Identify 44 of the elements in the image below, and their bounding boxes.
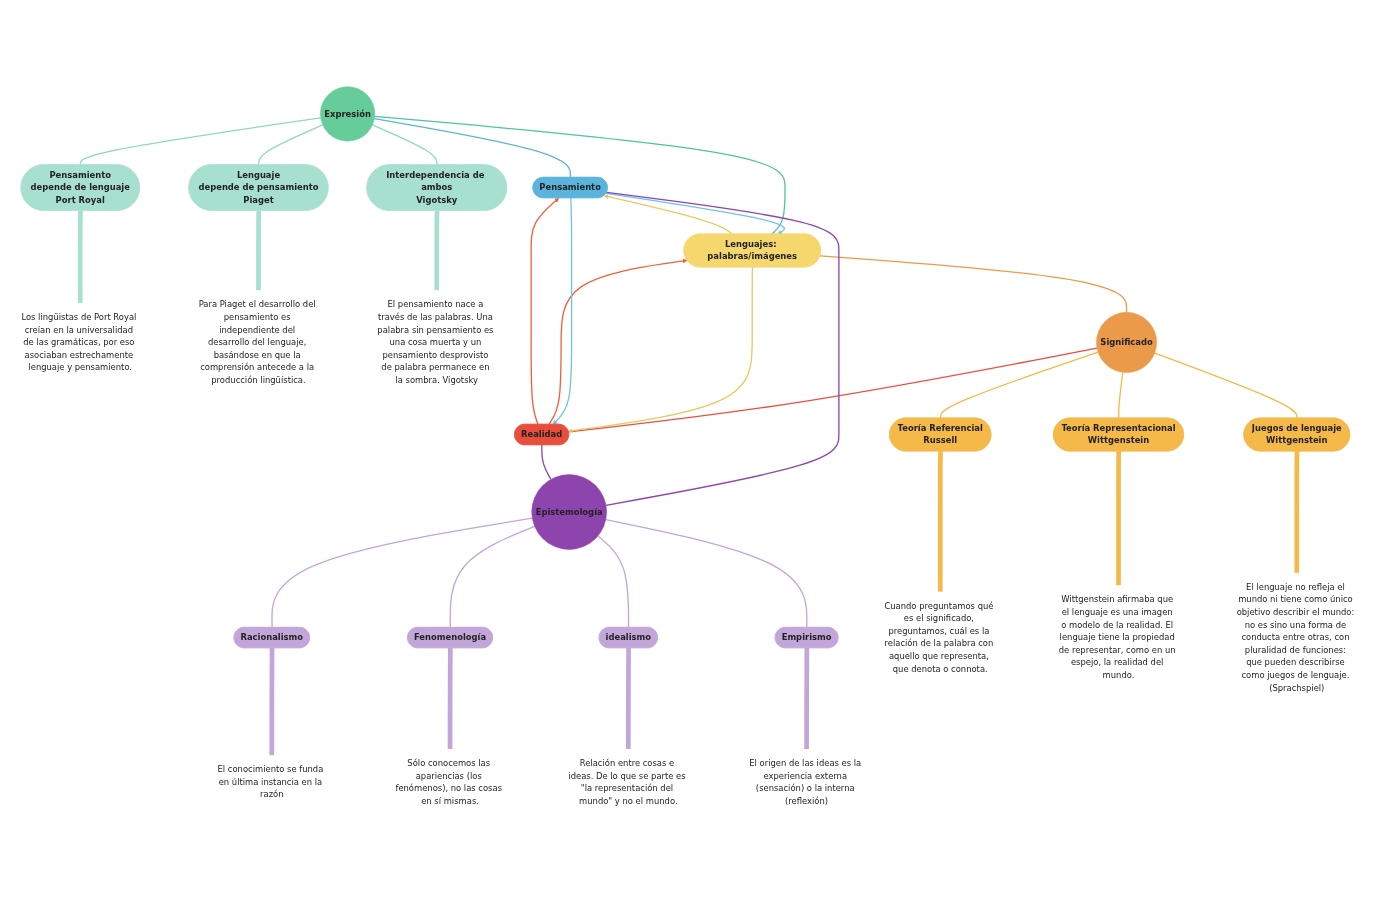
node-text: Sólo conocemos las apariencias (los fenómenos), no las cosas en sí mismas. bbox=[395, 758, 502, 806]
connector bbox=[1116, 450, 1122, 586]
arrow bbox=[603, 194, 734, 235]
connector bbox=[605, 519, 808, 629]
connector bbox=[271, 517, 533, 629]
connector bbox=[937, 450, 943, 592]
node-text: El conocimiento se funda en última instancia en la razón bbox=[217, 764, 324, 800]
connector bbox=[77, 210, 83, 304]
arrow bbox=[552, 197, 573, 425]
node-circle: Epistemología bbox=[531, 474, 607, 550]
node-text: El origen de las ideas es la experiencia externa (sensación) o la interna (reflexión) bbox=[749, 758, 862, 806]
node-text: Los lingüistas de Port Royal creían en la universalidad de las gramáticas, por eso asociaban estrechamente lenguaje y pensamiento. bbox=[21, 312, 137, 373]
connector bbox=[269, 648, 275, 756]
connector bbox=[256, 210, 262, 291]
node-text: El lenguaje no refleja el mundo ni tiene como único objetivo describir el mundo: no es sino una forma de conducta entre otras, con pluralidad de funciones: que pueden describirse como juegos de lenguaje. (Sprachspiel) bbox=[1236, 581, 1355, 693]
arrow bbox=[548, 258, 688, 426]
connector bbox=[374, 115, 786, 235]
connector bbox=[625, 648, 631, 750]
node-circle: Expresión bbox=[320, 86, 376, 142]
connector bbox=[804, 648, 810, 750]
connector bbox=[434, 210, 440, 291]
connector bbox=[258, 124, 324, 166]
node-circle: Significado bbox=[1096, 312, 1157, 373]
connector bbox=[79, 117, 322, 166]
node-text: Para Piaget el desarrollo del pensamiento es independiente del desarrollo del lenguaje, basándose en que la comprensión antecede a la producción lingüística. bbox=[198, 299, 316, 385]
node-text: Cuando preguntamos qué es el significado, preguntamos, cuál es la relación de la palabra con aquello que representa, que denota o connota. bbox=[884, 600, 994, 674]
node-text: El pensamiento nace a través de las palabras. Una palabra sin pensamiento es una cosa muerta y un pensamiento desprovisto de palabra permanece en la sombra. Vigotsky bbox=[377, 299, 494, 385]
arrow bbox=[568, 266, 754, 433]
connector bbox=[597, 535, 630, 629]
connector bbox=[939, 351, 1099, 419]
connector bbox=[373, 117, 572, 179]
connector bbox=[1154, 352, 1298, 419]
connector bbox=[1294, 450, 1300, 574]
connector bbox=[1118, 371, 1124, 419]
connector bbox=[819, 255, 1128, 313]
connector bbox=[541, 444, 552, 481]
node-text: Wittgenstein afirmaba que el lenguaje es una imagen o modelo de la realidad. El lenguaje tiene la propiedad de representar, como en un espejo, la realidad del mundo. bbox=[1058, 594, 1176, 681]
connector bbox=[447, 648, 453, 750]
arrow bbox=[530, 197, 560, 426]
arrow bbox=[605, 192, 785, 235]
connector bbox=[449, 525, 536, 629]
node-text: Relación entre cosas e ideas. De lo que se parte es "la representación del mundo" y no el mundo. bbox=[568, 758, 686, 806]
connector bbox=[605, 191, 840, 506]
connector bbox=[371, 124, 438, 166]
